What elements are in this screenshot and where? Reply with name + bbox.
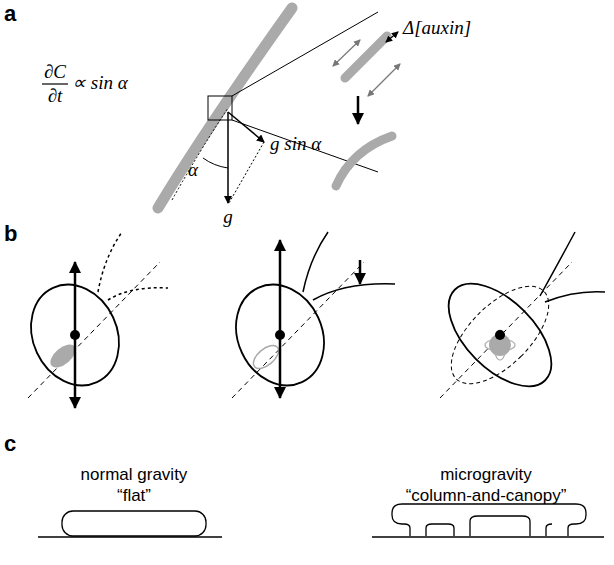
auxin-label: Δ[auxin]	[403, 18, 471, 39]
panel-letter: b	[4, 222, 17, 246]
statocyte-cell-part	[279, 338, 282, 398]
math-label: ∝ sin α	[72, 73, 128, 94]
statocyte-cell-part	[279, 240, 282, 335]
column-canopy-colony-part	[392, 504, 586, 536]
column-canopy-colony-part	[426, 524, 454, 536]
statocyte-cell-part	[540, 232, 575, 296]
math-label: ∂t	[48, 86, 63, 107]
fraction-bar	[42, 84, 68, 85]
column-canopy-colony-part	[470, 516, 530, 536]
statocyte-cell	[220, 232, 395, 400]
flat-colony	[38, 511, 222, 537]
statocyte-cell-part	[359, 260, 362, 284]
auxin-zoom-part	[357, 96, 360, 124]
vector-label: g sin α	[270, 134, 321, 155]
panel-letter: c	[4, 432, 16, 456]
statocyte-cell-part	[303, 232, 328, 292]
auxin-zoom-part	[336, 136, 392, 186]
statocyte-cell-part	[74, 262, 77, 335]
flat-colony-part	[62, 511, 206, 536]
statocyte-cell-part	[440, 262, 572, 398]
zoom-box	[208, 12, 378, 172]
statocyte-cell-part	[28, 262, 160, 398]
condition-label: normal gravity	[81, 466, 188, 485]
gravity-vectors-part	[203, 158, 228, 168]
gravity-vectors-part	[228, 112, 264, 142]
math-label: ∂C	[44, 62, 66, 83]
column-canopy-colony-part	[372, 536, 604, 538]
gravity-vectors	[203, 112, 264, 203]
statocyte-cell-part	[108, 288, 168, 300]
vector-label: g	[223, 207, 233, 228]
auxin-zoom-part	[333, 40, 360, 66]
statocyte-cell-part	[313, 284, 395, 300]
angle-label: α	[188, 160, 198, 181]
statocyte-cell	[431, 232, 605, 404]
statocyte-cell-part	[275, 330, 285, 340]
condition-label: “column-and-canopy”	[406, 487, 567, 506]
statocyte-cell-part	[232, 262, 364, 398]
zoom-box-part	[232, 12, 378, 96]
statocyte-cell-part	[70, 330, 80, 340]
statocyte-cell-part	[495, 330, 505, 340]
auxin-zoom	[333, 32, 400, 186]
condition-label: microgravity	[440, 466, 532, 485]
stem-curve-part	[158, 8, 292, 208]
panel-letter: a	[4, 2, 16, 26]
zoom-box-part	[232, 120, 378, 172]
column-canopy-colony-part	[546, 524, 552, 536]
statocyte-cell-part	[545, 292, 605, 302]
statocyte-cell-part	[249, 341, 282, 373]
fraction-bar-part	[42, 83, 68, 84]
auxin-zoom-part	[386, 32, 398, 42]
condition-label: “flat”	[117, 487, 151, 506]
gravity-vectors-part	[227, 112, 229, 203]
statocyte-cell	[15, 232, 168, 408]
statocyte-cell-part	[98, 232, 122, 292]
auxin-zoom-part	[368, 64, 400, 96]
statocyte-cell-part	[74, 338, 77, 408]
stem-curve	[158, 8, 292, 208]
statocyte-cell-part	[431, 266, 570, 405]
column-canopy-colony	[372, 504, 604, 537]
stem-curve-part	[172, 108, 228, 200]
auxin-zoom-part	[345, 36, 387, 78]
gravity-vectors-part	[229, 142, 264, 203]
